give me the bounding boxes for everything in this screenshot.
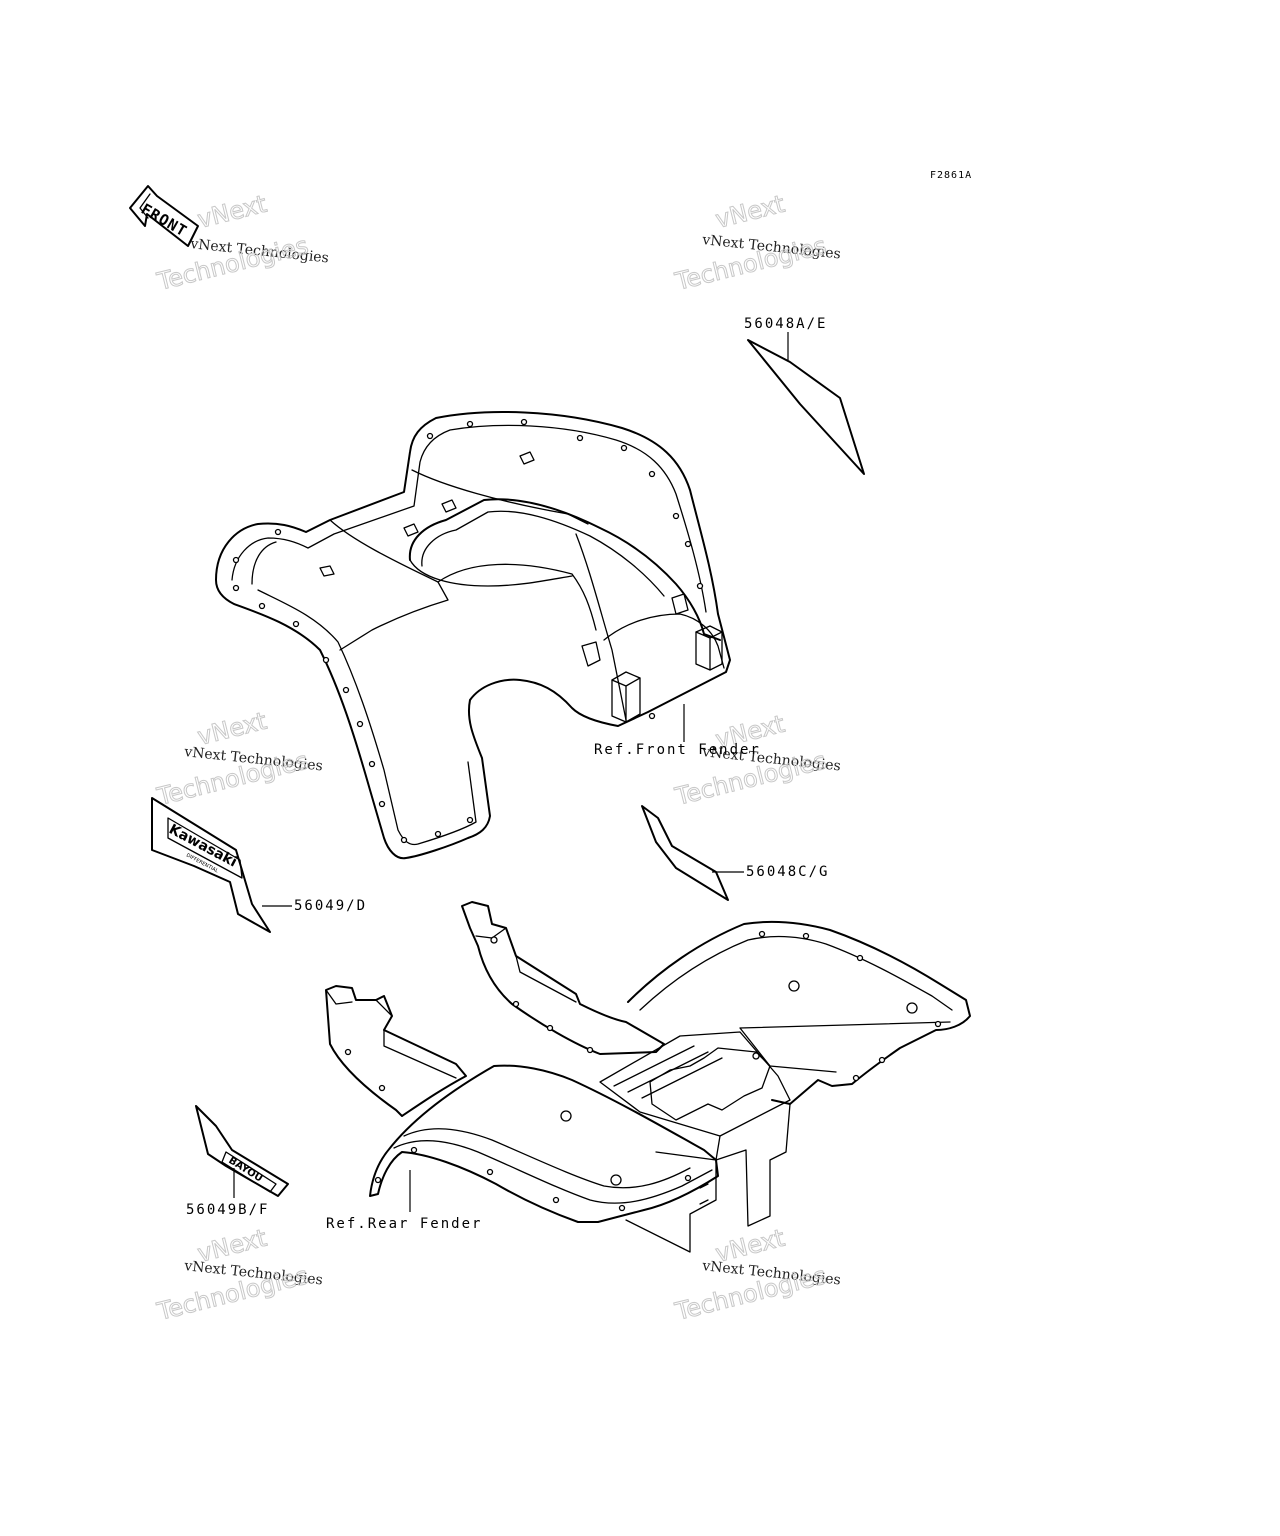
watermark-bottom-left: vNext vNext Technologies Technologies <box>153 1223 323 1326</box>
watermark-mid-right: vNext vNext Technologies Technologies <box>671 709 841 811</box>
label-56049bf: 56049B/F <box>186 1202 269 1218</box>
rear-fender[interactable]: Ref.Rear Fender <box>325 901 971 1253</box>
watermark-top-left: vNext vNext Technologies Technologies <box>153 189 329 296</box>
decal-56049bf[interactable]: BAYOU 56049B/F <box>186 1105 289 1218</box>
watermark-top-right: vNext vNext Technologies Technologies <box>671 189 841 296</box>
decal-56048cg[interactable]: 56048C/G <box>641 805 829 901</box>
svg-text:vNext: vNext <box>195 707 270 751</box>
decal-56048ae[interactable]: 56048A/E <box>744 316 865 475</box>
svg-text:vNext: vNext <box>195 190 270 234</box>
watermark-mid-left: vNext vNext Technologies Technologies <box>153 706 323 811</box>
label-56049d: 56049/D <box>294 898 367 914</box>
label-ref-front-fender: Ref.Front Fender <box>594 742 761 758</box>
diagram-code: F2861A <box>930 170 972 181</box>
front-fender[interactable]: Ref.Front Fender <box>215 411 761 860</box>
label-56048ae: 56048A/E <box>744 316 827 332</box>
watermark-bottom-right: vNext vNext Technologies Technologies <box>671 1223 841 1326</box>
decal-56049d[interactable]: Kawasaki DIFFERENTIAL 56049/D <box>151 797 367 933</box>
front-arrow-icon: FRONT <box>129 185 199 247</box>
label-56048cg: 56048C/G <box>746 864 829 880</box>
label-ref-rear-fender: Ref.Rear Fender <box>326 1216 482 1232</box>
svg-text:vNext: vNext <box>713 190 788 234</box>
